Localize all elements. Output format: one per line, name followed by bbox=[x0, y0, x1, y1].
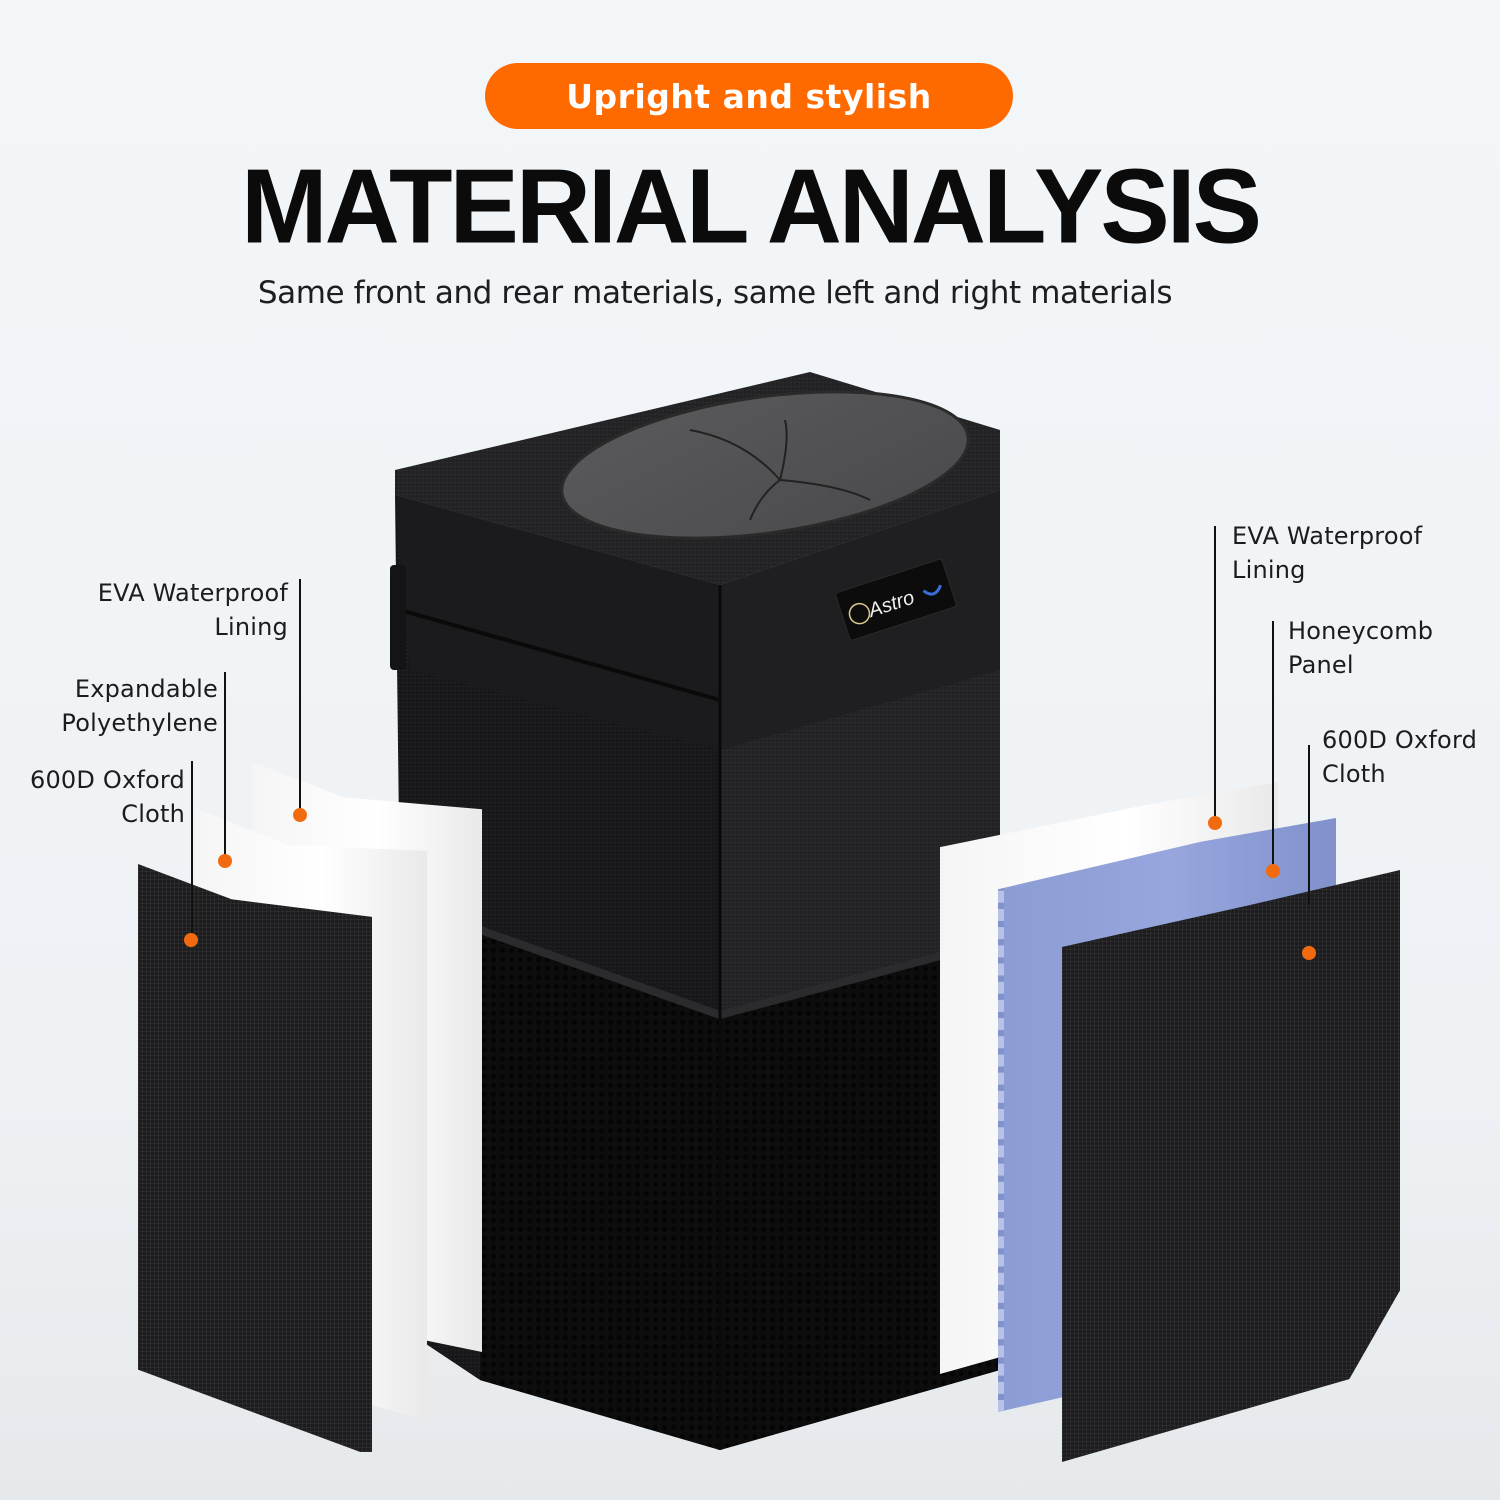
feature-badge-label: Upright and stylish bbox=[566, 76, 932, 116]
callout-right-oxford-cloth: 600D Oxford Cloth bbox=[1322, 726, 1478, 788]
callout-left-eva-lining: EVA Waterproof Lining bbox=[97, 579, 288, 641]
callout-dot bbox=[1266, 864, 1280, 878]
callout-dot bbox=[184, 933, 198, 947]
oxford-cloth-sheet-left bbox=[138, 864, 372, 1452]
trash-bin-product-image: Astro bbox=[390, 370, 1002, 1470]
leader-line bbox=[1272, 621, 1274, 871]
leader-line bbox=[299, 579, 301, 815]
callout-dot bbox=[1208, 816, 1222, 830]
brand-tag: Astro bbox=[835, 558, 957, 641]
callout-left-polyethylene: Expandable Polyethylene bbox=[61, 675, 218, 737]
leader-line bbox=[224, 672, 226, 862]
callout-right-eva-lining: EVA Waterproof Lining bbox=[1232, 522, 1423, 584]
page-subtitle: Same front and rear materials, same left… bbox=[257, 275, 1173, 311]
oxford-cloth-sheet-right bbox=[1062, 870, 1400, 1462]
callout-left-oxford-cloth: 600D Oxford Cloth bbox=[29, 766, 185, 828]
callout-dot bbox=[293, 808, 307, 822]
callout-dot bbox=[218, 854, 232, 868]
leader-line bbox=[1308, 745, 1310, 905]
leader-line bbox=[191, 761, 193, 941]
page-title: MATERIAL ANALYSIS bbox=[241, 147, 1262, 267]
callout-right-honeycomb: Honeycomb Panel bbox=[1288, 617, 1434, 679]
leader-line bbox=[1214, 526, 1216, 822]
feature-badge: Upright and stylish bbox=[485, 63, 1013, 129]
callout-dot bbox=[1302, 946, 1316, 960]
